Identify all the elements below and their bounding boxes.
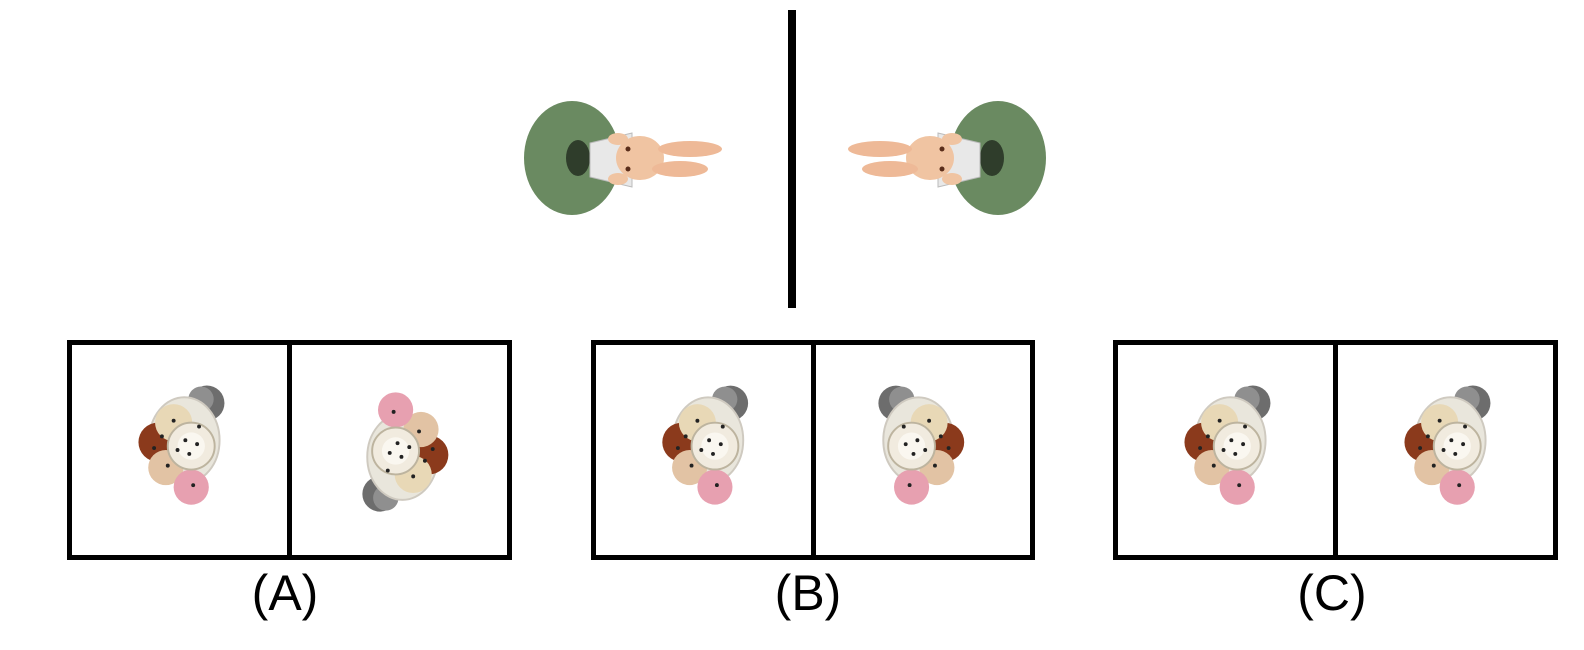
option-a-left-cell (72, 345, 287, 555)
bunny-icon (524, 101, 722, 215)
mirror-line (788, 10, 796, 308)
option-a-panel[interactable] (67, 340, 512, 560)
option-b-label: (B) (774, 565, 842, 621)
option-b-left-cell (596, 345, 811, 555)
option-c-left-cell (1118, 345, 1333, 555)
option-c-panel[interactable] (1113, 340, 1558, 560)
option-a-right-cell (287, 345, 507, 555)
ice-cream-cup-icon (661, 384, 750, 506)
bunny-mirrored-icon (848, 101, 1046, 215)
ice-cream-cup-icon (137, 384, 226, 506)
ice-cream-cup-icon (1183, 384, 1272, 506)
option-c-right-cell (1333, 345, 1553, 555)
option-a-label: (A) (251, 565, 319, 621)
ice-cream-cup-mirrored-icon (876, 384, 965, 506)
bunny-figure-left (520, 95, 730, 225)
bunny-figure-right (840, 95, 1050, 225)
ice-cream-cup-rotated-icon (361, 391, 450, 513)
option-b-right-cell (810, 345, 1031, 555)
ice-cream-cup-icon (1403, 384, 1492, 506)
option-b-panel[interactable] (591, 340, 1035, 560)
option-c-label: (C) (1297, 565, 1367, 621)
